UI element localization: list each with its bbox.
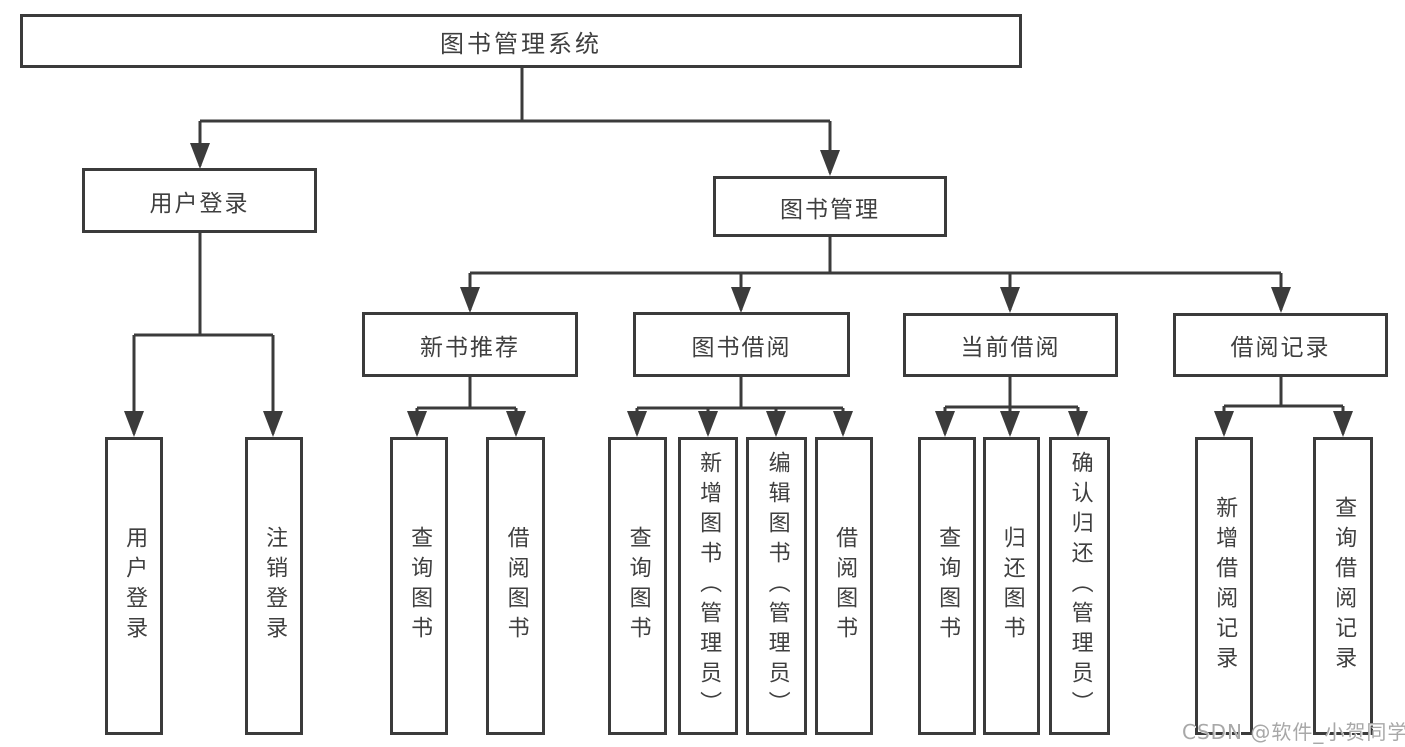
leaf-label: 归还图书 <box>999 526 1025 646</box>
leaf-label: 新增借阅记录 <box>1212 496 1238 676</box>
arrow-down-icon <box>833 411 853 437</box>
arrow-down-icon <box>1000 287 1020 313</box>
leaf-add-books-admin: 新增图书（管理员） <box>678 437 738 735</box>
leaf-edit-books-admin: 编辑图书（管理员） <box>746 437 807 735</box>
arrow-down-icon <box>820 150 840 176</box>
arrow-down-icon <box>190 143 210 169</box>
leaf-label: 查询借阅记录 <box>1331 496 1357 676</box>
arrow-down-icon <box>506 411 526 437</box>
arrow-down-icons <box>124 143 1353 437</box>
csdn-watermark: CSDN @软件_小贺同学 <box>1182 720 1405 744</box>
arrow-down-icon <box>1000 411 1020 437</box>
node-label: 用户登录 <box>149 190 250 217</box>
node-library-management-system: 图书管理系统 <box>20 14 1022 68</box>
leaf-label: 查询图书 <box>407 526 433 646</box>
node-label: 借阅记录 <box>1230 335 1331 361</box>
node-label: 新书推荐 <box>420 334 520 361</box>
node-borrowing-records: 借阅记录 <box>1173 313 1388 377</box>
leaf-borrow-books: 借阅图书 <box>815 437 873 735</box>
leaf-return-books: 归还图书 <box>983 437 1040 735</box>
arrow-down-icon <box>263 411 283 437</box>
leaf-label: 用户登录 <box>122 526 148 646</box>
tree-edges <box>132 68 1345 434</box>
node-label: 图书借阅 <box>691 334 792 361</box>
arrow-down-icon <box>1068 411 1088 437</box>
node-new-book-recommendation: 新书推荐 <box>362 312 578 377</box>
leaf-label: 确认归还（管理员） <box>1067 451 1093 721</box>
arrow-down-icon <box>1214 411 1234 437</box>
leaf-label: 查询图书 <box>625 526 651 646</box>
node-book-borrowing: 图书借阅 <box>633 312 850 377</box>
leaf-query-books-recommend: 查询图书 <box>390 437 448 735</box>
node-user-login: 用户登录 <box>82 168 317 233</box>
leaf-label: 新增图书（管理员） <box>696 451 722 721</box>
leaf-label: 注销登录 <box>262 526 288 646</box>
node-book-management: 图书管理 <box>713 176 947 237</box>
leaf-confirm-return-admin: 确认归还（管理员） <box>1049 437 1110 735</box>
arrow-down-icon <box>124 411 144 437</box>
arrow-down-icon <box>731 287 751 313</box>
arrow-down-icon <box>935 411 955 437</box>
arrow-down-icon <box>1271 287 1291 313</box>
leaf-user-login: 用户登录 <box>105 437 163 735</box>
arrow-down-icon <box>627 411 647 437</box>
node-current-borrowing: 当前借阅 <box>903 313 1118 377</box>
leaf-logout: 注销登录 <box>245 437 303 735</box>
node-label: 图书管理 <box>780 196 880 223</box>
arrow-down-icon <box>407 411 427 437</box>
leaf-query-books-current: 查询图书 <box>918 437 976 735</box>
arrow-down-icon <box>460 287 480 313</box>
leaf-label: 借阅图书 <box>503 526 529 646</box>
node-label: 当前借阅 <box>960 335 1061 361</box>
leaf-label: 借阅图书 <box>832 526 858 646</box>
leaf-query-books-borrow: 查询图书 <box>608 437 667 735</box>
arrow-down-icon <box>698 411 718 437</box>
leaf-label: 查询图书 <box>935 526 961 646</box>
leaf-query-borrow-record: 查询借阅记录 <box>1313 437 1373 735</box>
leaf-label: 编辑图书（管理员） <box>764 451 790 721</box>
leaf-borrow-books-recommend: 借阅图书 <box>486 437 545 735</box>
leaf-add-borrow-record: 新增借阅记录 <box>1195 437 1253 735</box>
arrow-down-icon <box>1333 411 1353 437</box>
arrow-down-icon <box>766 411 786 437</box>
node-label: 图书管理系统 <box>440 29 602 58</box>
